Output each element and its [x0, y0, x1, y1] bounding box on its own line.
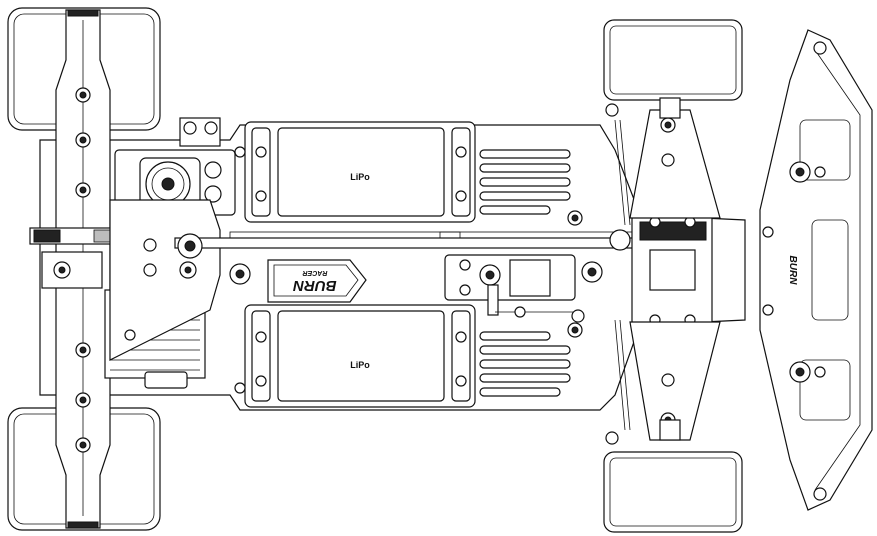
front-right-wheel [603, 451, 743, 533]
front-axles [659, 97, 681, 441]
front-upper-arm-left [629, 109, 721, 219]
esc-brand-main: BURN [292, 277, 336, 294]
battery-bottom: LiPo [244, 304, 476, 408]
chassis-screws [234, 146, 583, 394]
battery-top: LiPo [244, 121, 476, 223]
bumper-brand: BURN [787, 256, 798, 286]
battery-top-label: LiPo [350, 172, 370, 182]
front-bulkhead [631, 214, 713, 326]
servo-area [444, 254, 603, 323]
chassis-slots-top [479, 149, 571, 215]
esc-brand-sub: RACER [303, 269, 328, 276]
esc-unit: BURN RACER [229, 259, 367, 303]
front-bumper: BURN [759, 29, 873, 511]
cooling-fan [139, 157, 222, 211]
front-left-wheel [603, 19, 743, 101]
battery-bottom-label: LiPo [350, 360, 370, 370]
chassis-slots-bottom [479, 331, 571, 397]
rear-axle [29, 227, 126, 289]
steering-links [605, 103, 631, 445]
center-shaft [174, 229, 636, 259]
